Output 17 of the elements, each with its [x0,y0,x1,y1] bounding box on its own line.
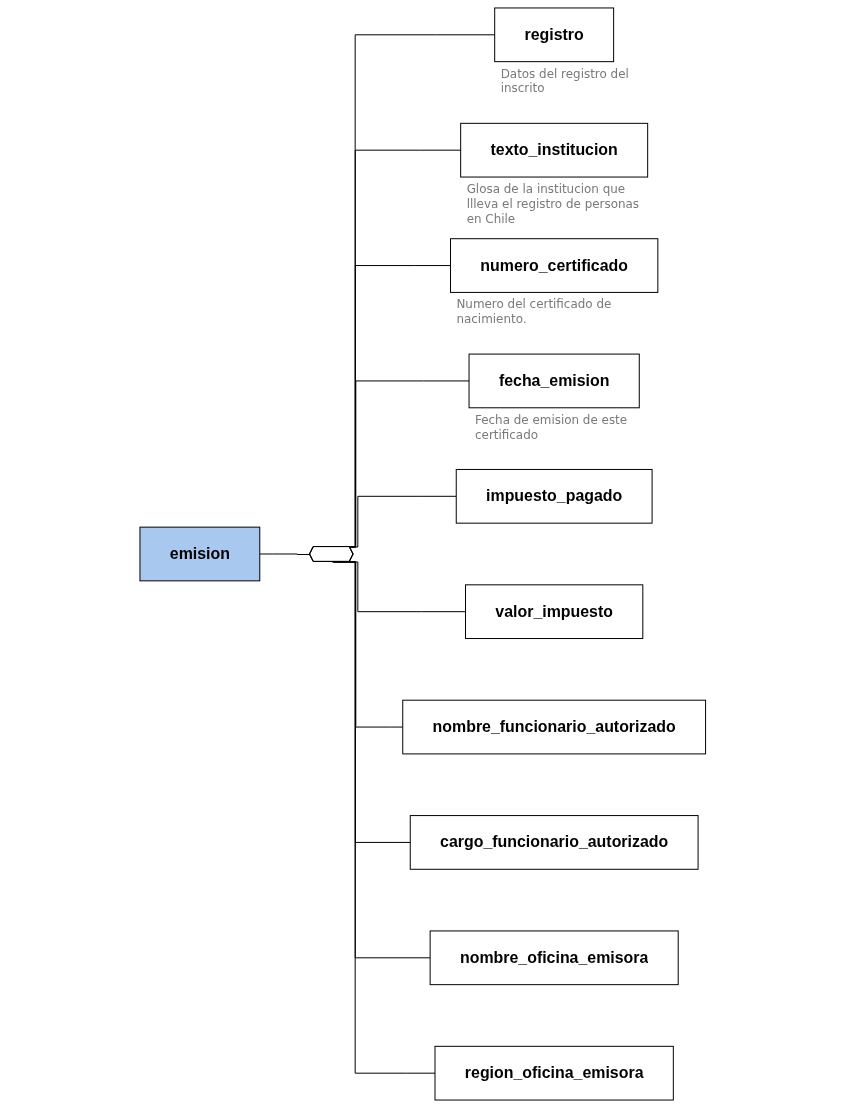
node-box: registro [493,7,614,63]
node-box: nombre_funcionario_autorizado [402,699,706,755]
node-box: region_oficina_emisora [434,1045,674,1101]
description-text: Numero del certificado de nacimiento. [456,297,612,327]
node-box: fecha_emision [468,353,640,409]
node-box: emision [139,526,260,582]
node-box: impuesto_pagado [455,468,653,524]
connector [331,561,436,1074]
node-box: numero_certificado [449,238,659,293]
node-box: cargo_funcionario_autorizado [409,815,699,870]
description-text: Glosa de la institucion que llleva el registro de personas en Chile [466,181,639,226]
description-text: Datos del registro del inscrito [500,66,629,96]
node-box: valor_impuesto [464,584,644,640]
node-box: nombre_oficina_emisora [429,930,679,986]
description-text: Fecha de emision de este certificado [474,412,627,442]
node-box: texto_institucion [459,122,648,178]
connector [259,553,311,555]
